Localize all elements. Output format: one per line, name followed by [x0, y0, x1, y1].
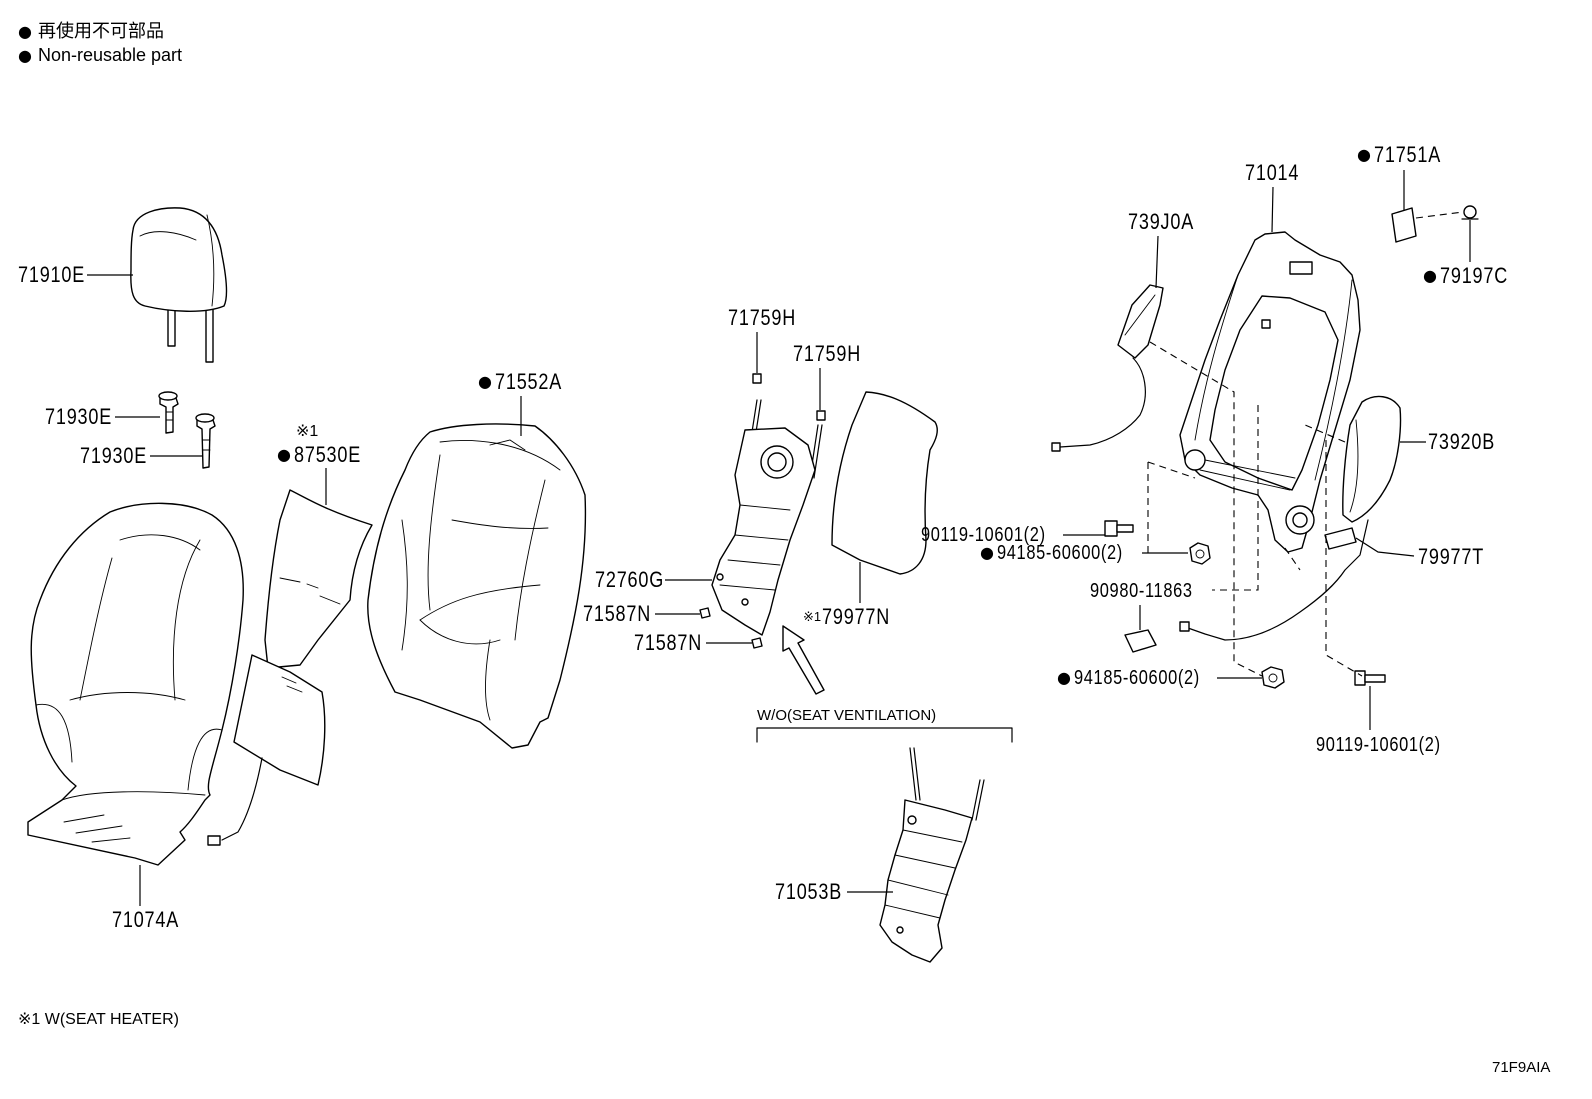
illustration-code: 71F9AIA — [1492, 1059, 1551, 1076]
seatback-frame-drawing — [1179, 231, 1361, 553]
footnote: ※1 W(SEAT HEATER) — [18, 1011, 179, 1028]
callout-79977n: ※179977N — [803, 604, 891, 629]
wire-harness-drawing — [1179, 519, 1369, 641]
callout-90980-11863: 90980-11863 — [1090, 580, 1193, 602]
variant-group-label: W/O(SEAT VENTILATION) — [757, 707, 937, 724]
nonreusable-marker-icon: ● — [1057, 668, 1071, 687]
callout-71053b: 71053B — [775, 879, 843, 904]
seat-heater-drawing — [207, 489, 373, 846]
callout-71910e: 71910E — [18, 262, 86, 287]
callout-71759h-2: 71759H — [793, 341, 862, 366]
nonreusable-marker-icon: ● — [1423, 266, 1437, 285]
callout-79977t: 79977T — [1418, 544, 1485, 569]
nonreusable-marker-icon: ● — [277, 445, 291, 464]
callout-71587n-2: 71587N — [634, 630, 703, 655]
sensor-79977t-drawing — [1324, 527, 1357, 550]
callout-71930e-2: 71930E — [80, 443, 148, 468]
callout-79197c: ●79197C — [1423, 263, 1509, 288]
view-arrow — [782, 625, 825, 695]
callout-71014: 71014 — [1245, 160, 1300, 185]
callout-87530e-note: ※1 — [296, 423, 319, 440]
callout-71751a: ●71751A — [1357, 142, 1442, 167]
callout-71074a: 71074A — [112, 907, 180, 932]
nut-upper-drawing — [1189, 542, 1211, 565]
nonreusable-marker-icon: ● — [18, 46, 32, 65]
seatback-cover-drawing — [27, 502, 244, 866]
legend-english: ● Non-reusable part — [18, 44, 182, 67]
nonreusable-marker-icon: ● — [980, 543, 994, 562]
callout-739j0a: 739J0A — [1128, 209, 1195, 234]
callout-90119-10601-upper: 90119-10601(2) — [921, 524, 1046, 546]
variant-bracket — [756, 727, 1013, 743]
side-airbag-left-drawing — [1051, 284, 1164, 452]
seatback-pad-drawing — [367, 423, 587, 749]
callout-73920b: 73920B — [1428, 429, 1496, 454]
legend-japanese: ● 再使用不可部品 — [18, 20, 164, 43]
callout-71759h-1: 71759H — [728, 305, 797, 330]
headrest-drawing — [130, 207, 228, 363]
nonreusable-marker-icon: ● — [478, 372, 492, 391]
callout-94185-60600-lower: ●94185-60600(2) — [1057, 667, 1200, 689]
headrest-support-drawing — [158, 391, 216, 469]
bolt-upper-drawing — [1104, 520, 1134, 537]
clip-79197c-drawing — [1461, 205, 1479, 220]
connector-drawing — [1124, 629, 1157, 653]
bolt-lower-drawing — [1354, 670, 1386, 686]
nonreusable-marker-icon: ● — [18, 22, 32, 41]
callout-71930e-1: 71930E — [45, 404, 113, 429]
lumbar-support-variant-drawing — [879, 747, 985, 963]
leader-lines — [87, 170, 1471, 906]
legend-text-en: Non-reusable part — [37, 45, 183, 65]
legend-text-ja: 再使用不可部品 — [37, 21, 164, 41]
callout-90119-10601-lower: 90119-10601(2) — [1316, 734, 1441, 756]
side-airbag-right-drawing — [1342, 395, 1402, 523]
callout-71587n-1: 71587N — [583, 601, 652, 626]
clip-71751a-drawing — [1391, 207, 1417, 243]
callout-71552a: ●71552A — [478, 369, 563, 394]
callout-87530e: ●87530E — [277, 442, 362, 467]
nut-lower-drawing — [1261, 666, 1285, 689]
lumbar-support-drawing — [699, 373, 826, 649]
nonreusable-marker-icon: ● — [1357, 145, 1371, 164]
callout-72760g: 72760G — [595, 567, 665, 592]
callout-94185-60600-upper: ●94185-60600(2) — [980, 542, 1123, 564]
seat-pad-79977n-drawing — [831, 391, 938, 575]
